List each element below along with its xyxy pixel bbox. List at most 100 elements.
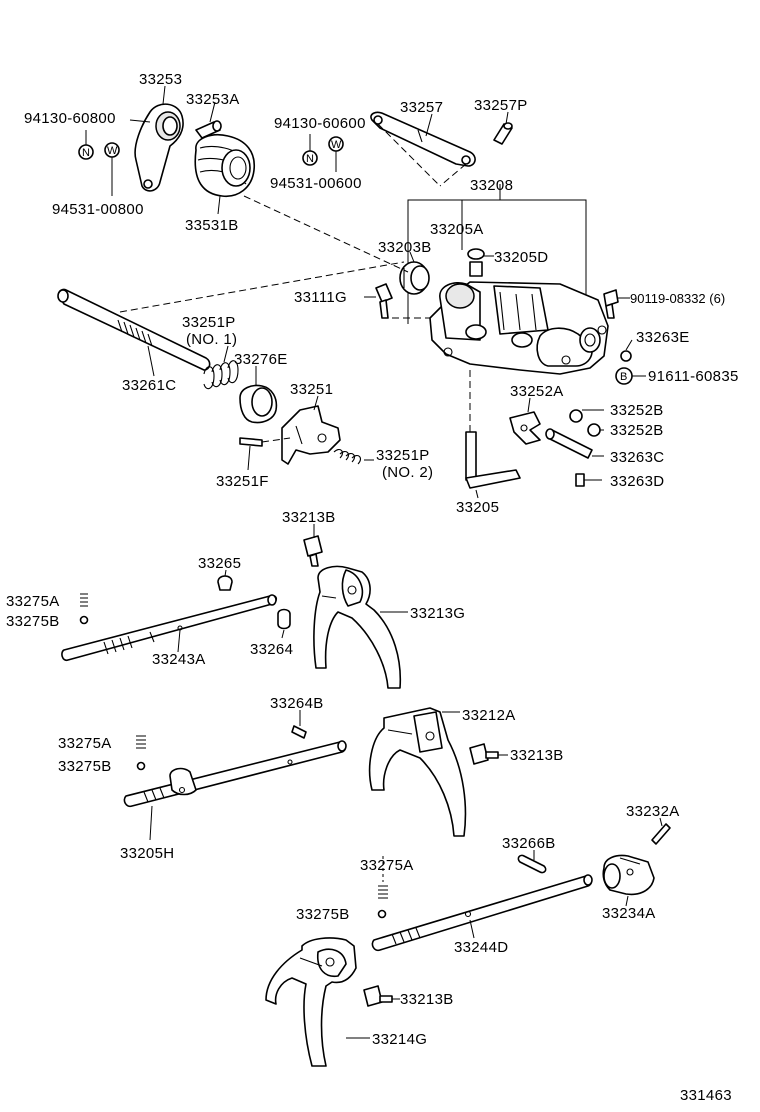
label-33275B-a: 33275B <box>6 613 60 630</box>
label-33234A: 33234A <box>602 905 656 922</box>
label-33243A: 33243A <box>152 651 206 668</box>
part-33212A-fork <box>368 707 467 837</box>
label-33212A: 33212A <box>462 707 516 724</box>
label-33251P-no1: 33251P <box>182 314 236 331</box>
label-33252B-b: 33252B <box>610 422 664 439</box>
label-33208: 33208 <box>470 177 513 194</box>
part-33275A-spring-b <box>136 735 146 749</box>
diagram-code: 331463 <box>680 1087 732 1104</box>
label-33251F: 33251F <box>216 473 269 490</box>
part-33275B-ball-b <box>136 761 146 771</box>
part-33232A-pin <box>651 823 671 845</box>
label-94130-60600: 94130-60600 <box>274 115 366 132</box>
badge-w-left: W <box>104 142 120 158</box>
label-94130-60800: 94130-60800 <box>24 110 116 127</box>
part-33111G-bolt <box>375 283 393 319</box>
label-33232A: 33232A <box>626 803 680 820</box>
label-33205: 33205 <box>456 499 499 516</box>
part-33203B-bushing <box>399 261 430 295</box>
label-33261C: 33261C <box>122 377 176 394</box>
svg-text:W: W <box>331 139 342 151</box>
part-33257-link <box>370 111 476 167</box>
part-90119-08332-bolt <box>603 289 619 319</box>
label-33531B: 33531B <box>185 217 239 234</box>
label-33265: 33265 <box>198 555 241 572</box>
label-33252B-a: 33252B <box>610 402 664 419</box>
part-33264B-pin <box>291 725 307 739</box>
label-33263E: 33263E <box>636 329 690 346</box>
label-33251P-no2: 33251P <box>376 447 430 464</box>
part-33213B-bolt-c <box>363 985 393 1007</box>
label-33251P-no1-note: (NO. 1) <box>186 331 237 348</box>
label-33263C: 33263C <box>610 449 664 466</box>
label-33253: 33253 <box>139 71 182 88</box>
part-33213G-fork <box>313 565 402 689</box>
part-33275A-spring-c <box>378 885 388 899</box>
label-33203B: 33203B <box>378 239 432 256</box>
label-33275B-b: 33275B <box>58 758 112 775</box>
label-33252A: 33252A <box>510 383 564 400</box>
label-33205D: 33205D <box>494 249 548 266</box>
svg-text:N: N <box>306 153 314 165</box>
part-33251P-spring-no2 <box>333 449 361 465</box>
label-33253A: 33253A <box>186 91 240 108</box>
part-33253-lever <box>134 103 184 192</box>
part-33531B-boot <box>194 134 255 197</box>
part-33243A-shaft <box>61 594 278 662</box>
part-33244D-shaft <box>371 874 593 952</box>
badge-b: B <box>615 367 633 385</box>
label-33213G: 33213G <box>410 605 465 622</box>
part-33213B-bolt-a <box>303 535 323 567</box>
label-33205H: 33205H <box>120 845 174 862</box>
label-90119-08332: 90119-08332 (6) <box>630 291 725 306</box>
badge-w-right: W <box>328 136 344 152</box>
part-33234A-block <box>602 854 655 896</box>
label-33264: 33264 <box>250 641 293 658</box>
label-33213B-a: 33213B <box>282 509 336 526</box>
part-33205D-pin <box>469 261 483 277</box>
part-33263E-ring <box>620 350 632 362</box>
label-33214G: 33214G <box>372 1031 427 1048</box>
part-33263D-pin <box>575 473 585 487</box>
label-33213B-c: 33213B <box>400 991 454 1008</box>
badge-n-right: N <box>302 150 318 166</box>
part-33252B-ring-a <box>569 409 583 423</box>
part-33251-bracket <box>281 405 341 465</box>
part-33251P-spring-no1 <box>203 360 239 390</box>
part-33257P-pin <box>493 122 513 145</box>
label-33266B: 33266B <box>502 835 556 852</box>
part-33251F-pin <box>239 437 263 447</box>
label-33264B: 33264B <box>270 695 324 712</box>
part-33264-pin <box>277 608 291 630</box>
label-33213B-b: 33213B <box>510 747 564 764</box>
part-33214G-fork <box>265 937 357 1067</box>
part-33265-ball <box>217 575 233 591</box>
label-94531-00600: 94531-00600 <box>270 175 362 192</box>
part-33275A-spring-a <box>80 593 88 607</box>
part-33208-housing <box>429 281 609 375</box>
part-33252A-bracket <box>509 411 541 445</box>
label-33244D: 33244D <box>454 939 508 956</box>
part-33205A-washer <box>467 248 485 260</box>
label-91611-60835: 91611-60835 <box>648 368 739 385</box>
label-33111G: 33111G <box>294 289 347 306</box>
label-33205A: 33205A <box>430 221 484 238</box>
part-33275B-ball-c <box>377 909 387 919</box>
label-33263D: 33263D <box>610 473 664 490</box>
part-33276E-cap <box>239 384 278 424</box>
part-33275B-ball-a <box>79 615 89 625</box>
label-33275A-b: 33275A <box>58 735 112 752</box>
label-33251: 33251 <box>290 381 333 398</box>
svg-text:B: B <box>620 371 627 383</box>
part-33252B-ring-b <box>587 423 601 437</box>
label-33275A-a: 33275A <box>6 593 60 610</box>
part-33266B-pin <box>517 854 547 874</box>
part-33213B-bolt-b <box>469 743 499 765</box>
part-33205-pin <box>465 431 521 489</box>
label-33251P-no2-note: (NO. 2) <box>382 464 433 481</box>
label-33276E: 33276E <box>234 351 288 368</box>
part-33253A-pin <box>195 120 222 139</box>
label-33275A-c: 33275A <box>360 857 414 874</box>
svg-text:N: N <box>82 147 90 159</box>
